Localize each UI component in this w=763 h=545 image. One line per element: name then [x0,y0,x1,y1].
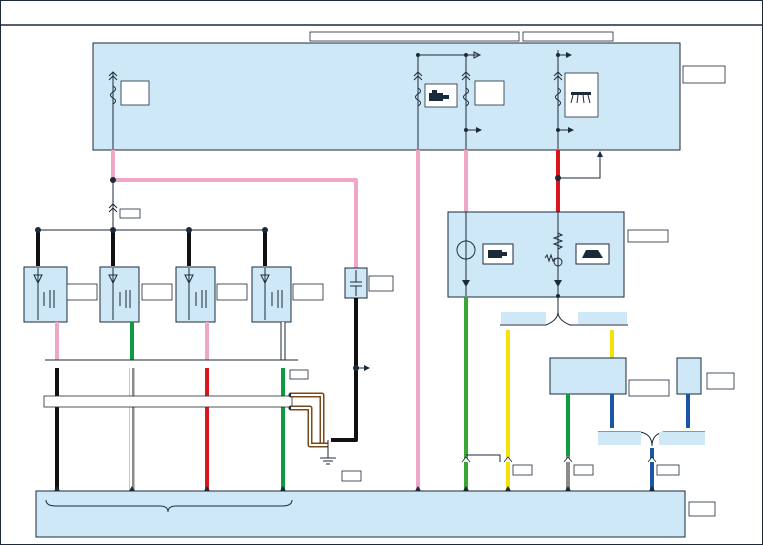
relay-2 [99,266,173,323]
lamp-icon [570,92,591,104]
sensor-module-label [627,229,669,243]
resistor-icon [544,232,564,263]
connector-label-i [573,464,594,476]
fuse-label-mid [474,80,505,106]
bottom-control-module [35,490,686,538]
lamp-icon [575,243,610,265]
ground-icon [320,440,336,465]
capacitor-module [344,267,394,299]
junction-block-label [682,65,726,84]
bottom-control-module-label [688,501,716,517]
power-source-label-1 [309,31,520,42]
power-source-label-2 [522,31,614,42]
small-module [676,357,702,395]
connector-label-a [119,208,141,219]
connector-label-h [512,464,533,476]
relay-4 [251,266,324,323]
small-module-label [706,372,735,390]
relay-1 [23,266,98,323]
connector-label-c [43,395,293,408]
engine-icon [482,243,514,265]
ground-label [341,470,362,482]
lamp-fuse-label [564,72,599,118]
relay-3 [175,266,248,323]
lower-right-module [549,357,627,395]
engine-icon [429,90,449,101]
connector-label-d [501,312,546,324]
connector-label-f [598,432,641,445]
connector-label-b [289,369,309,380]
connector-label-j [656,464,680,476]
connector-label-e [578,312,627,324]
lower-right-module-label [628,379,670,397]
connector-label-g [659,432,705,445]
fuse-label-left [120,80,150,106]
